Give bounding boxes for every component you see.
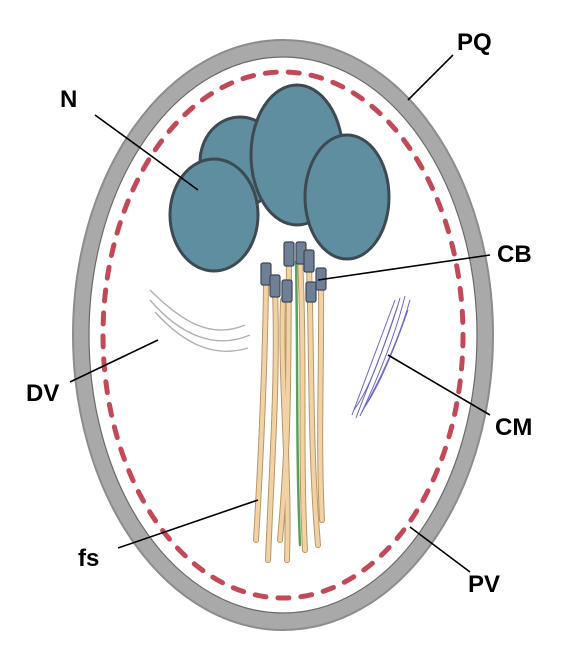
label-cm: CM [495, 414, 532, 441]
label-pq: PQ [457, 29, 492, 56]
label-cb: CB [497, 241, 532, 268]
label-dv: DV [26, 380, 59, 407]
label-fs: fs [78, 545, 99, 572]
nucleus-left [170, 159, 258, 271]
label-pv: PV [468, 571, 500, 598]
nucleus-right [305, 135, 389, 259]
label-n: N [60, 86, 77, 113]
